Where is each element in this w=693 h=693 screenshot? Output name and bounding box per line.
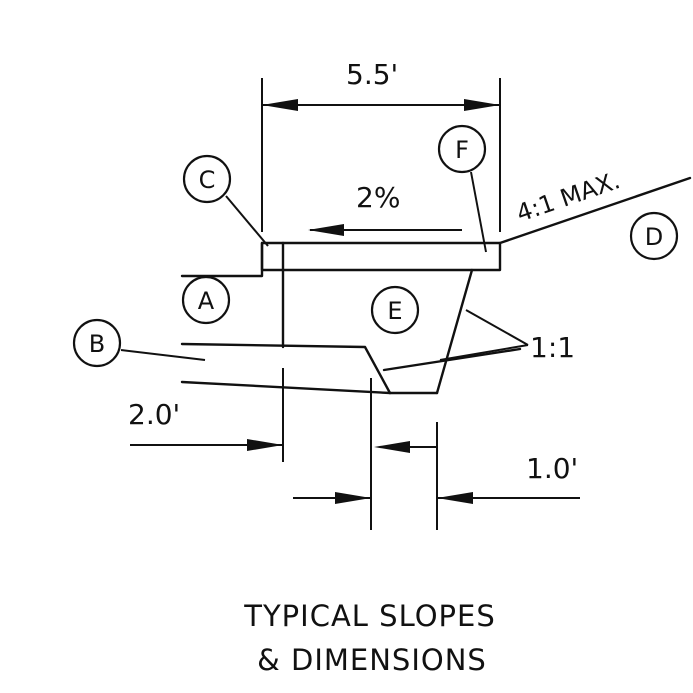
arrow-left — [262, 99, 298, 111]
fill-slope-leaders: 1:1 — [439, 309, 575, 364]
callout-b-circle — [72, 318, 122, 368]
callout-c-label: C — [199, 166, 216, 194]
pavement-slab — [260, 241, 502, 272]
callout-d-circle — [629, 211, 679, 261]
left-edge-line — [180, 241, 264, 278]
offset-arrow-right — [437, 492, 473, 504]
callout-f-leader — [470, 171, 487, 253]
ground-line-upper — [180, 342, 392, 395]
callout-c-leader — [225, 195, 269, 247]
cross-slope-label: 2% — [356, 181, 400, 214]
fill-slope-line — [382, 347, 522, 372]
left-offset-arrow — [247, 439, 283, 451]
left-offset-label: 2.0' — [128, 398, 180, 431]
callout-e-circle — [370, 285, 420, 335]
fill-slope-label: 1:1 — [530, 331, 575, 364]
callout-e-label: E — [387, 297, 402, 325]
callout-f-circle — [437, 124, 487, 174]
top-width-dimension: 5.5' — [261, 58, 501, 232]
callout-d: D — [629, 211, 679, 261]
callout-c-circle — [182, 154, 232, 204]
title-line-1: TYPICAL SLOPES — [243, 599, 496, 633]
callout-f: F — [437, 124, 487, 174]
left-edge — [180, 241, 285, 462]
leader-upper — [465, 309, 529, 346]
callout-b-label: B — [89, 330, 105, 358]
ground-line-lower — [180, 380, 392, 395]
callout-d-label: D — [645, 223, 663, 251]
callout-b: B — [72, 318, 122, 368]
callout-e: E — [370, 285, 420, 335]
callout-f-label: F — [455, 136, 469, 164]
callout-a: A — [181, 275, 231, 325]
cross-slope-arrowhead — [308, 224, 344, 236]
arrow-right — [464, 99, 500, 111]
side-slope-line — [498, 176, 692, 245]
callout-c: C — [182, 154, 232, 204]
title-line-2: & DIMENSIONS — [257, 643, 487, 677]
base-right-slope — [435, 268, 474, 395]
top-width-label: 5.5' — [346, 58, 398, 91]
right-offset-label: 1.0' — [526, 452, 578, 485]
callout-b-leader — [120, 349, 206, 361]
cross-slope-indicator: 2% — [308, 181, 462, 236]
leader-lower — [439, 344, 529, 361]
callout-a-circle — [181, 275, 231, 325]
inner-offset-arrow — [374, 441, 410, 453]
offset-arrow-left — [335, 492, 371, 504]
callout-a-label: A — [198, 287, 215, 315]
base-section — [180, 268, 522, 395]
right-offset-dimension: 1.0' — [293, 378, 580, 530]
left-offset-dimension: 2.0' — [128, 398, 283, 451]
